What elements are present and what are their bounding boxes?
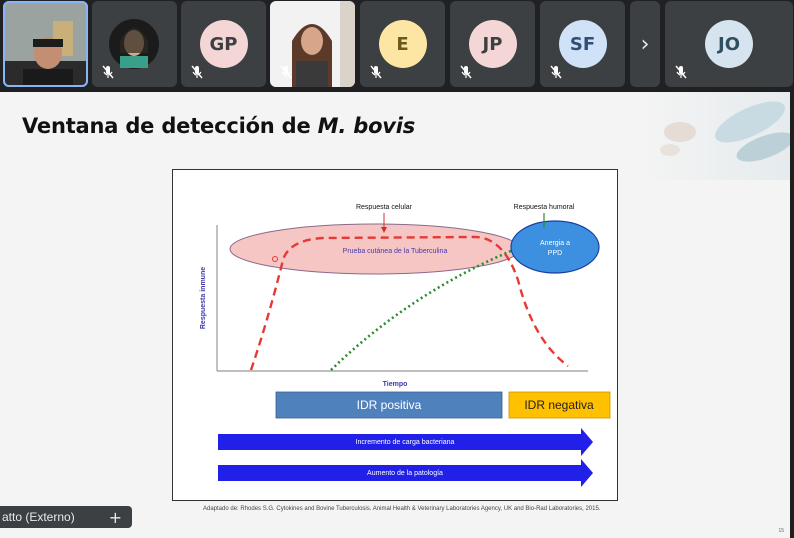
presenter-name-tag[interactable]: atto (Externo) + [0,506,132,528]
bacteria-decoration-image [640,92,790,180]
slide-citation: Adaptado de: Rhodes S.G. Cytokines and B… [203,506,601,512]
pathology-arrow [218,459,593,487]
mic-muted-icon [550,65,562,79]
avatar: JP [468,20,517,68]
tuberculin-test-label: Prueba cutánea de la Tuberculina [343,248,448,255]
mic-muted-icon [191,65,203,79]
bacterial-load-label: Incremento de carga bacteriana [356,439,455,446]
cellular-response-label: Respuesta celular [356,204,413,211]
participant-tile-video[interactable] [270,1,355,87]
slide-title: Ventana de detección de M. bovis [22,114,416,138]
y-axis-label: Respuesta inmune [200,267,207,329]
idr-negative-label: IDR negativa [524,398,594,412]
plus-icon[interactable]: + [108,507,122,527]
mic-muted-icon [460,65,472,79]
participant-tile-jp[interactable]: JP [450,1,535,87]
mic-muted-icon [370,65,382,79]
more-participants-button[interactable]: › [630,1,660,87]
detection-window-diagram: Respuesta inmune Tiempo Prueba cutánea d… [172,169,618,501]
anergy-ppd-ellipse [510,220,600,274]
marker-point [272,256,278,262]
slide-page-number: 15 [778,528,784,534]
chevron-right-icon: › [640,31,650,57]
video-feed [3,1,88,87]
avatar: GP [199,20,248,68]
cellular-response-curve [249,235,569,371]
x-axis-label: Tiempo [383,381,408,388]
idr-positive-box [275,391,503,419]
pathology-label: Aumento de la patología [367,470,443,477]
idr-negative-box [508,391,611,419]
participant-strip: GP E JP SF › JO [0,0,794,90]
participant-tile-sf[interactable]: SF [540,1,625,87]
mic-muted-icon [675,65,687,79]
participant-tile-video[interactable] [92,1,177,87]
anergy-label-line2: PPD [548,250,562,257]
avatar: JO [705,20,753,68]
participant-tile-jo[interactable]: JO [665,1,793,87]
mic-muted-icon [280,65,292,79]
participant-tile-gp[interactable]: GP [181,1,266,87]
anergy-label-line1: Anergia a [540,240,570,247]
mic-muted-icon [102,65,114,79]
bacterial-load-arrow [218,428,593,456]
avatar: SF [558,20,607,68]
humoral-response-label: Respuesta humoral [514,204,575,211]
idr-positive-label: IDR positiva [357,398,422,412]
humoral-response-curve [330,244,524,371]
avatar: E [378,20,427,68]
participant-tile-e[interactable]: E [360,1,445,87]
participant-tile-self-video[interactable] [3,1,88,87]
presenter-name: atto (Externo) [2,510,75,524]
shared-slide: Ventana de detección de M. bovis Respues… [0,92,790,538]
